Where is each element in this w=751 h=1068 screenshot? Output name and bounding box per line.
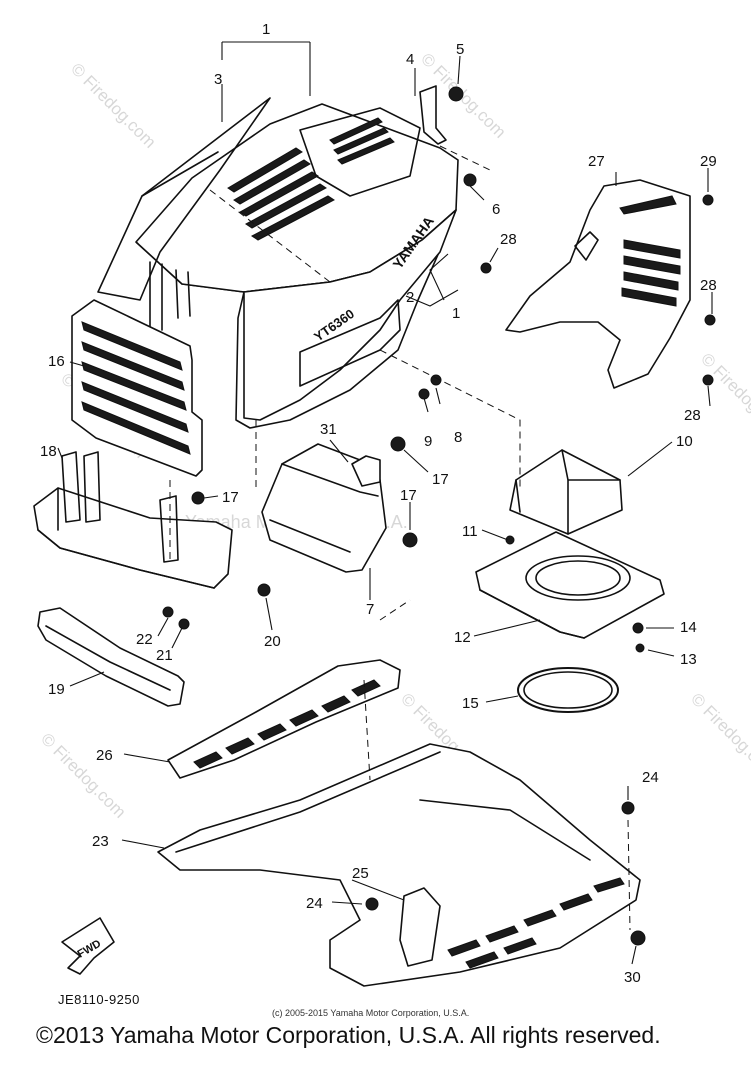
callout-4: 4 xyxy=(406,51,414,68)
callout-19: 19 xyxy=(48,681,65,698)
copyright-text: ©2013 Yamaha Motor Corporation, U.S.A. A… xyxy=(36,1022,661,1048)
callout-17: 17 xyxy=(400,487,417,504)
callout-15: 15 xyxy=(462,695,479,712)
callout-31: 31 xyxy=(320,421,337,438)
callout-24: 24 xyxy=(306,895,323,912)
hood-part: YAMAHA YT6360 xyxy=(97,97,459,429)
callout-1: 1 xyxy=(262,21,270,38)
hood-vents xyxy=(227,117,395,241)
floor-pan-part xyxy=(475,531,665,639)
side-panel-part xyxy=(505,179,691,389)
callout-8: 8 xyxy=(454,429,462,446)
callout-17: 17 xyxy=(222,489,239,506)
callout-13: 13 xyxy=(680,651,697,668)
fwd-arrow: FWD xyxy=(61,917,115,975)
bumper-part xyxy=(37,607,185,707)
grille-part xyxy=(71,299,203,477)
callout-25: 25 xyxy=(352,865,369,882)
callout-14: 14 xyxy=(680,619,697,636)
leader-lines xyxy=(57,41,713,965)
callout-1: 1 xyxy=(452,305,460,322)
callout-24: 24 xyxy=(642,769,659,786)
callout-29: 29 xyxy=(700,153,717,170)
callout-10: 10 xyxy=(676,433,693,450)
callout-5: 5 xyxy=(456,41,464,58)
watermark: © Firedog.com xyxy=(417,49,509,141)
callout-26: 26 xyxy=(96,747,113,764)
small-copyright: (c) 2005-2015 Yamaha Motor Corporation, … xyxy=(272,1008,470,1018)
watermark: © Firedog.com xyxy=(697,349,751,441)
floor-mat-part xyxy=(167,659,401,779)
callout-21: 21 xyxy=(156,647,173,664)
callout-11: 11 xyxy=(462,523,478,540)
callout-20: 20 xyxy=(264,633,281,650)
grille-slats xyxy=(81,321,191,455)
callout-18: 18 xyxy=(40,443,57,460)
mat-treads xyxy=(193,679,381,769)
callout-7: 7 xyxy=(366,601,374,618)
callout-30: 30 xyxy=(624,969,641,986)
callout-17: 17 xyxy=(432,471,449,488)
callout-22: 22 xyxy=(136,631,153,648)
footrest-deck-part xyxy=(157,743,641,987)
callout-2: 2 xyxy=(406,289,414,306)
side-panel-vents xyxy=(619,195,681,307)
fasteners xyxy=(162,85,716,946)
watermark: © Firedog.com xyxy=(37,729,129,821)
callout-16: 16 xyxy=(48,353,65,370)
callout-23: 23 xyxy=(92,833,109,850)
watermark: © Firedog.com xyxy=(67,59,159,151)
deck-treads xyxy=(447,877,625,969)
callout-9: 9 xyxy=(424,433,432,450)
callout-28: 28 xyxy=(500,231,517,248)
callout-labels: 1 1 2 3 4 5 6 7 8 9 10 11 12 13 14 15 16… xyxy=(40,21,717,986)
tunnel-cover-part xyxy=(261,443,387,573)
callout-28: 28 xyxy=(700,277,717,294)
bracket-part xyxy=(509,449,623,535)
ring-part xyxy=(517,667,619,713)
front-panel-part xyxy=(33,451,233,589)
callout-6: 6 xyxy=(492,201,500,218)
assembly-lines xyxy=(169,145,631,931)
footer: ©2013 Yamaha Motor Corporation, U.S.A. A… xyxy=(0,1022,751,1056)
callout-28: 28 xyxy=(684,407,701,424)
callout-27: 27 xyxy=(588,153,605,170)
callout-12: 12 xyxy=(454,629,471,646)
callout-3: 3 xyxy=(214,71,222,88)
diagram-code: JE8110-9250 xyxy=(58,992,140,1007)
watermark: © Firedog.com xyxy=(687,689,751,781)
